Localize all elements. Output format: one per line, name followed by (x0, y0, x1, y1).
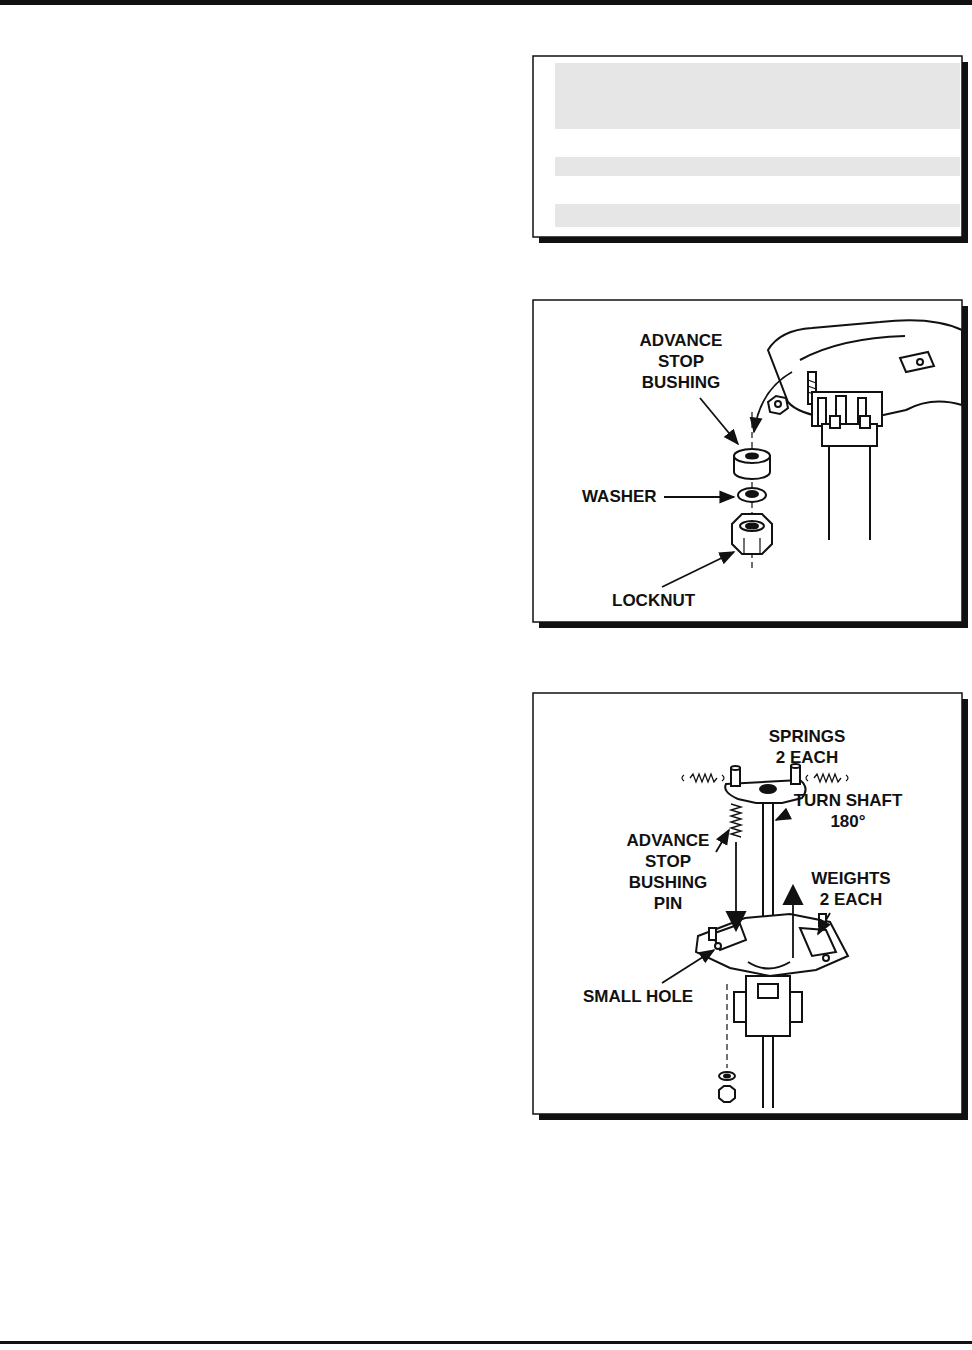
bushing-parts (746, 524, 758, 529)
distributor-housing (869, 446, 871, 540)
bushing-parts (746, 454, 758, 459)
bushing-parts (743, 538, 744, 554)
leader-line (662, 372, 792, 587)
part-label: ADVANCE STOP BUSHING PIN (622, 830, 714, 914)
distributor-housing (812, 392, 882, 426)
advance-mechanism (814, 774, 841, 782)
page-rule (0, 0, 972, 5)
figure-panel (533, 300, 968, 628)
bushing-parts (732, 514, 772, 554)
distributor-housing (917, 359, 923, 365)
advance-mechanism (731, 766, 740, 770)
advance-mechanism (719, 1072, 735, 1080)
distributor-housing (830, 416, 840, 428)
leader-line (662, 950, 714, 983)
advance-mechanism (682, 764, 848, 1108)
figure-panel (533, 693, 962, 1114)
distributor-housing (768, 396, 788, 414)
distributor-housing (800, 336, 905, 360)
leader-line (716, 830, 729, 852)
advance-mechanism (724, 1075, 730, 1078)
advance-mechanism (806, 775, 848, 781)
bushing-parts (746, 491, 758, 497)
feature-label: SMALL HOLE (583, 986, 693, 1007)
bushing-parts (740, 521, 764, 531)
advance-mechanism (758, 984, 778, 998)
advance-mechanism (682, 775, 724, 781)
distributor-housing (818, 398, 826, 426)
advance-mechanism (819, 914, 826, 926)
distributor-housing (768, 320, 962, 540)
leader-line (776, 814, 788, 820)
leader-line (792, 886, 794, 958)
distributor-housing (775, 401, 781, 407)
note-panel (555, 204, 960, 227)
figure-panel (533, 693, 968, 1120)
bushing-parts (732, 412, 772, 572)
distributor-housing (900, 352, 934, 372)
bushing-parts (759, 538, 760, 554)
note-panel (533, 56, 968, 243)
leader-line (662, 552, 734, 587)
advance-mechanism (734, 992, 746, 1022)
note-panel (533, 56, 962, 237)
advance-mechanism (709, 928, 716, 940)
part-label: ADVANCE STOP BUSHING (632, 330, 730, 393)
note-panel (555, 157, 960, 176)
advance-mechanism (746, 976, 790, 1036)
advance-mechanism (748, 962, 790, 969)
advance-mechanism (712, 924, 746, 950)
leader-line (735, 842, 737, 930)
part-label: LOCKNUT (612, 590, 695, 611)
advance-mechanism (719, 1086, 735, 1102)
advance-mechanism (696, 914, 848, 976)
leader-line (664, 496, 734, 498)
leader-line (818, 913, 830, 934)
leader-line (700, 398, 738, 444)
part-label: WEIGHTS 2 EACH (808, 868, 894, 910)
advance-mechanism (726, 984, 727, 1068)
advance-mechanism (690, 774, 717, 782)
part-label: WASHER (582, 486, 657, 507)
leader-line (754, 372, 792, 432)
advance-mechanism (715, 943, 721, 949)
advance-mechanism (760, 785, 776, 793)
part-label: SPRINGS 2 EACH (766, 726, 848, 768)
bushing-parts (738, 488, 766, 502)
distributor-housing (860, 416, 870, 428)
advance-mechanism (731, 804, 741, 837)
advance-mechanism (823, 955, 829, 961)
figure-panel (533, 300, 962, 622)
advance-mechanism (790, 992, 802, 1022)
bushing-parts (734, 449, 770, 463)
page-rule (0, 1341, 972, 1344)
distributor-housing (828, 446, 830, 540)
note-panel (555, 63, 960, 129)
instruction-label: TURN SHAFT 180° (792, 790, 904, 832)
